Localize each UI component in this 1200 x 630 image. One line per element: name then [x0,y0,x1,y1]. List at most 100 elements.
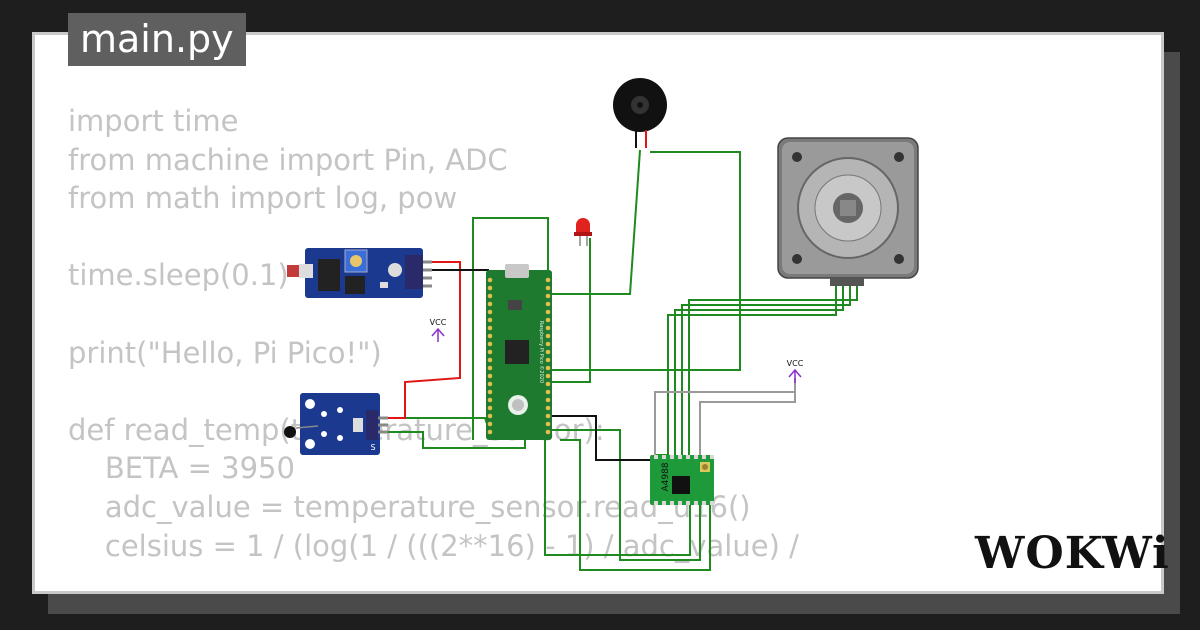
wire [550,238,591,383]
pico-pin [545,277,551,283]
pico-pin [487,381,493,387]
wire [560,439,711,571]
wire [425,269,489,278]
code-line: time.sleep(0.1) [68,258,289,293]
photoresistor-module[interactable] [287,248,432,298]
pico-pin [487,293,493,299]
pico-pin [487,309,493,315]
driver-pin [702,455,706,459]
vcc-label: VCC [787,359,804,368]
temperature-sensor-module[interactable]: S [284,393,388,455]
red-wires [378,261,461,419]
pico-pin [545,405,551,411]
pico-pin [487,405,493,411]
wire [681,285,851,455]
pico-pin [545,413,551,419]
driver-label: A4988 [661,462,671,491]
driver-pin [710,455,714,459]
pico-pin [545,381,551,387]
wire [550,415,652,461]
pico-pin [487,285,493,291]
a4988-driver[interactable]: A4988 [650,455,714,505]
pico-pin [545,421,551,427]
driver-pin [678,455,682,459]
driver-pins [654,455,714,505]
pico-pin [487,389,493,395]
code-line: celsius = 1 / (log(1 / (((2**16) - 1) / … [68,528,799,563]
wire [550,151,741,371]
pico-pin [545,373,551,379]
driver-pin [694,455,698,459]
code-line: from machine import Pin, ADC [68,142,508,177]
driver-pin [654,455,658,459]
driver-pin [654,501,658,505]
raspberry-pi-pico[interactable]: Raspberry Pi Pico ©2020 [486,264,552,440]
wire [674,285,844,455]
pico-pin [487,317,493,323]
vcc-label: VCC [430,318,447,327]
pico-pin [487,421,493,427]
wire [378,431,526,449]
pico-pin [487,341,493,347]
pico-pin [487,349,493,355]
vcc-symbol-1: VCC [430,318,447,342]
stepper-motor[interactable] [777,137,919,286]
pico-pin [487,365,493,371]
ky-label: S [370,443,375,452]
code-line: import time [68,104,239,138]
wire [550,149,641,295]
pico-pin [487,325,493,331]
pico-pin [545,429,551,435]
wokwi-logo: WOKWi [975,528,1170,579]
driver-pin [670,501,674,505]
code-line: adc_value = temperature_sensor.read_u16(… [68,489,751,524]
pico-pin [545,365,551,371]
pico-label: Raspberry Pi Pico ©2020 [538,321,545,383]
driver-pin [662,501,666,505]
driver-pin [678,501,682,505]
pico-pin [545,285,551,291]
driver-pin [694,501,698,505]
code-line: print("Hello, Pi Pico!") [68,335,382,370]
pico-pin [545,389,551,395]
pico-pins [487,277,551,435]
wire [699,392,796,455]
pico-pin [487,357,493,363]
pico-pin [545,397,551,403]
pico-pin [487,397,493,403]
code-line: BETA = 3950 [68,451,295,486]
file-name-tab[interactable]: main.py [68,13,246,66]
pico-pin [545,341,551,347]
pico-pin [487,277,493,283]
vcc-symbol-2: VCC [787,359,804,383]
pico-pin [487,429,493,435]
code-line: from math import log, pow [68,181,458,216]
buzzer[interactable] [613,78,667,148]
wire [472,217,549,440]
pico-pin [545,325,551,331]
wire [688,285,858,455]
gray-wires [654,378,796,455]
pico-pin [545,301,551,307]
wire [544,440,691,556]
pico-pin [545,309,551,315]
driver-pin [702,501,706,505]
wire [378,261,461,419]
pico-pin [545,293,551,299]
preview-card [32,32,1164,594]
pico-pin [545,349,551,355]
wire [654,378,796,455]
pico-pin [487,301,493,307]
pico-pin [487,413,493,419]
driver-pin [710,501,714,505]
pico-pin [487,373,493,379]
driver-pin [686,501,690,505]
code-preview: import time from machine import Pin, ADC f… [68,102,799,565]
driver-pin [670,455,674,459]
pico-pin [545,357,551,363]
red-led[interactable] [574,218,592,246]
pico-pin [487,333,493,339]
pico-pin [545,317,551,323]
driver-pin [686,455,690,459]
